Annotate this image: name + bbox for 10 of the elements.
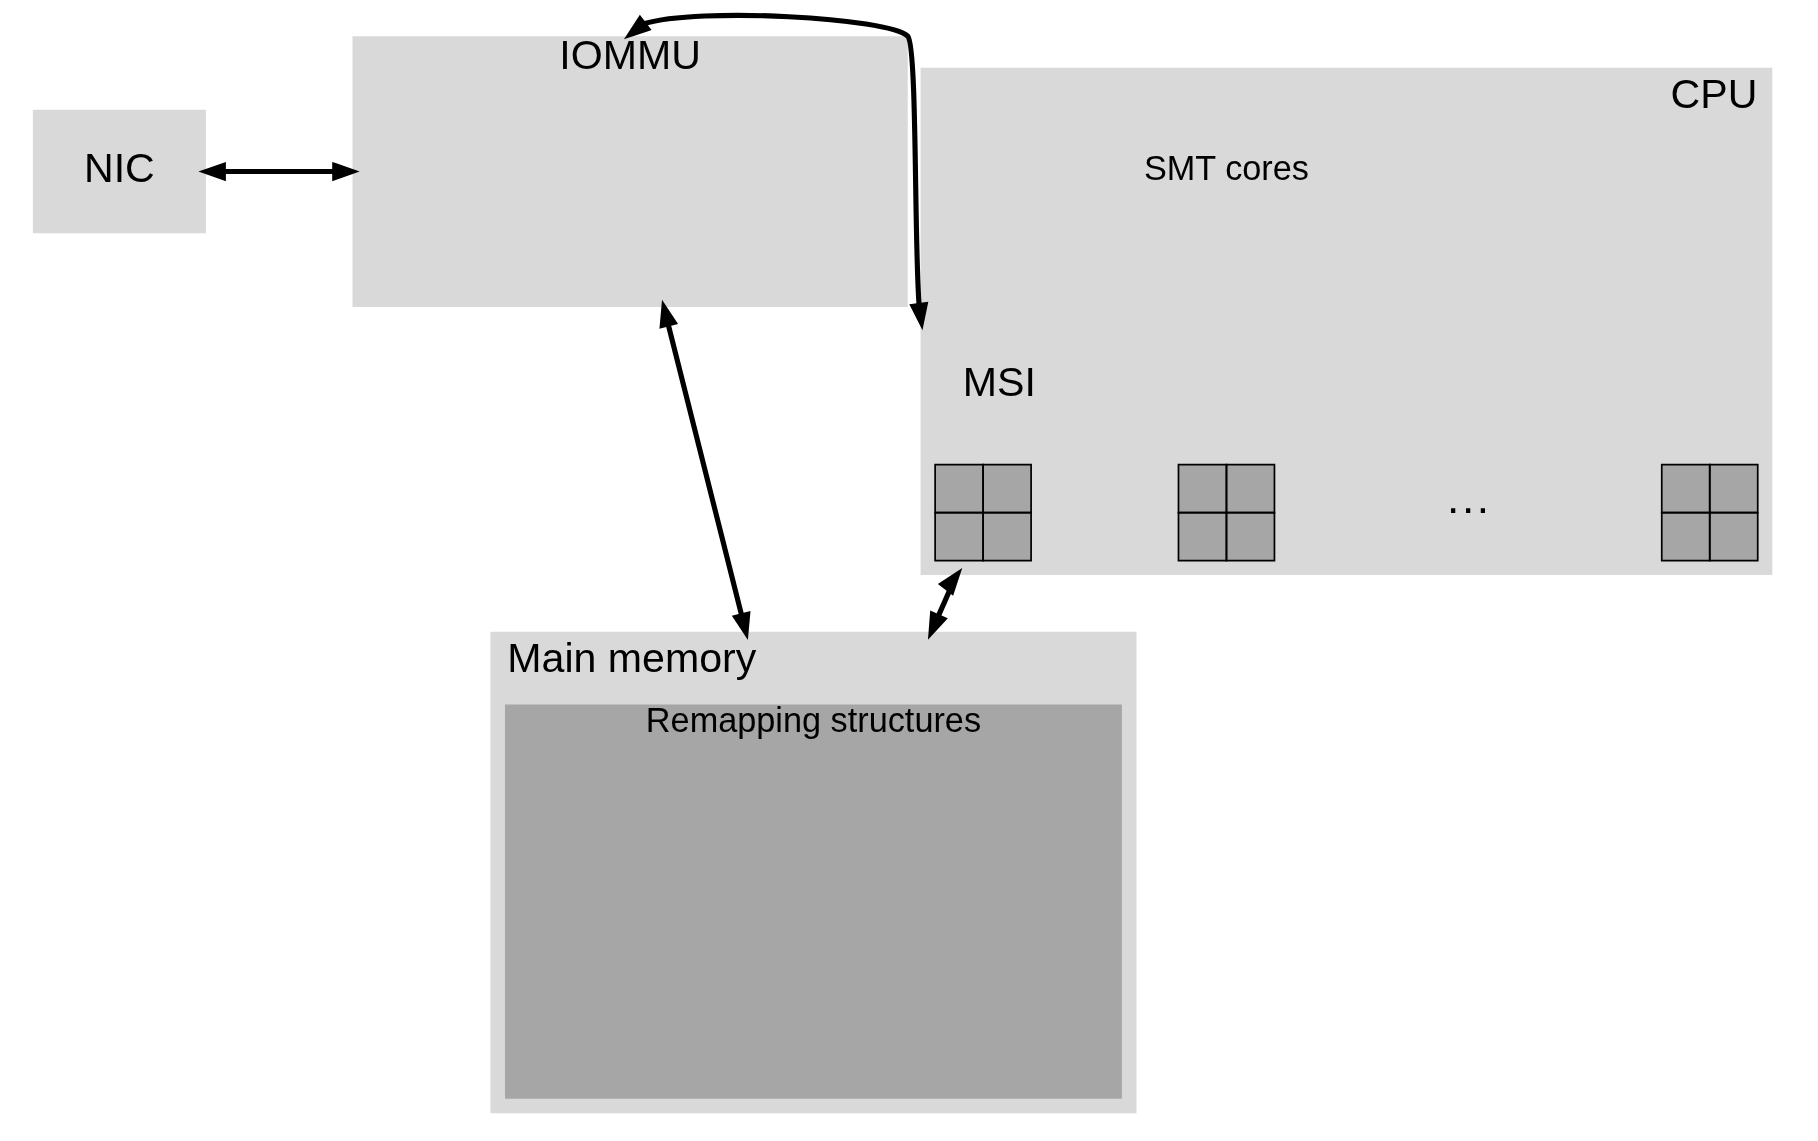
label: SMT cores [1143,149,1309,188]
arrow [927,568,963,640]
label: ··· [1445,483,1491,533]
node-box: Remapping structures [505,704,1122,1099]
arrow [659,299,751,641]
node-box: IOMMU [352,36,908,307]
node-box: NIC [32,109,206,234]
arrow [198,161,360,182]
arrow [623,12,929,331]
edge-label: MSI [962,359,1036,406]
